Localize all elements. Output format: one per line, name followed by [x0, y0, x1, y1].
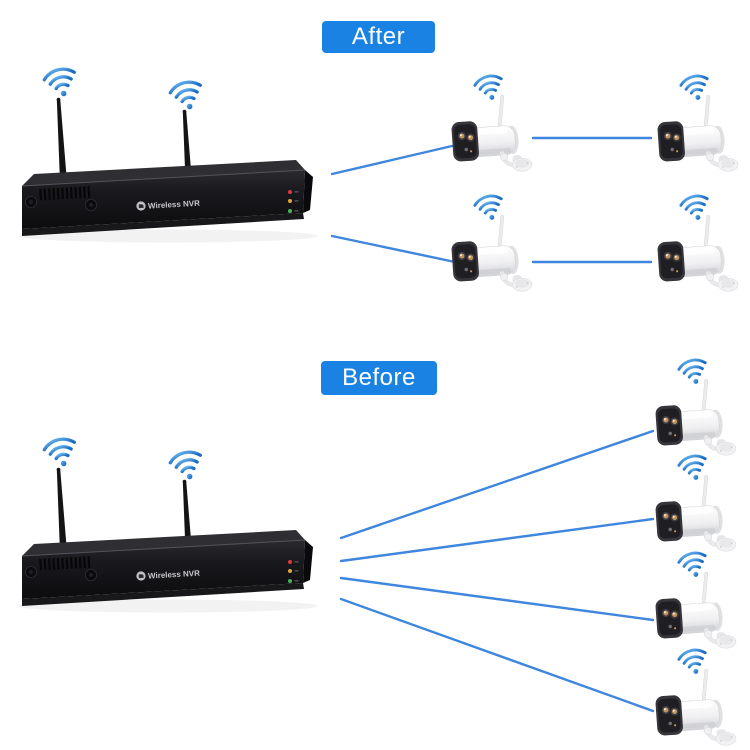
nvr-label: Wireless NVR — [148, 199, 201, 211]
connection-after-nvr-cam3 — [330, 234, 457, 264]
after-badge-label: After — [351, 23, 406, 50]
after-badge: After — [322, 21, 435, 53]
connection-before-nvr-cam1 — [339, 429, 655, 540]
camera-after-1 — [449, 72, 535, 175]
nvr-label: Wireless NVR — [148, 569, 201, 581]
camera-after-4 — [655, 192, 741, 295]
camera-before-4 — [653, 646, 739, 749]
camera-before-2 — [653, 452, 739, 555]
camera-before-1 — [653, 356, 739, 459]
camera-before-3 — [653, 549, 739, 652]
connection-after-nvr-cam1 — [330, 144, 454, 176]
before-badge: Before — [321, 361, 437, 395]
nvr-device-after: Wireless NVR — [8, 62, 328, 252]
camera-after-2 — [655, 72, 741, 175]
before-badge-label: Before — [342, 364, 416, 391]
nvr-device-before: Wireless NVR — [8, 432, 328, 622]
camera-after-3 — [449, 192, 535, 295]
connection-before-nvr-cam3 — [339, 576, 655, 622]
connection-before-nvr-cam2 — [339, 517, 655, 563]
connection-before-nvr-cam4 — [339, 597, 655, 713]
